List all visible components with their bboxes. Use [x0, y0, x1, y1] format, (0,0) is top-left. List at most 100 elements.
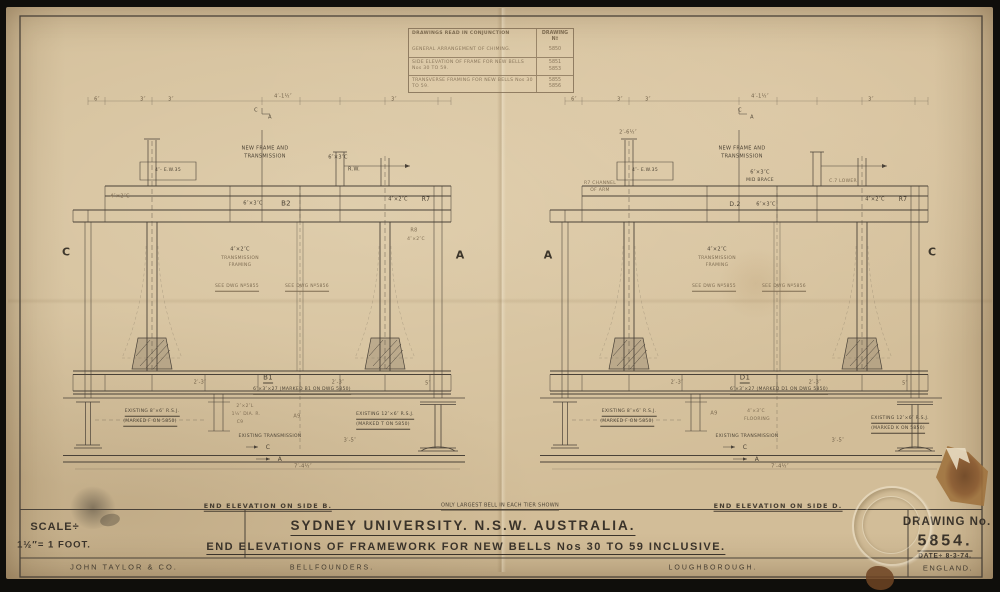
horizontal-fold-crease — [8, 298, 992, 304]
annotation: 4″×2″C — [110, 193, 130, 200]
annotation: B2 — [281, 199, 291, 208]
annotation: TRANSMISSION — [221, 255, 259, 261]
annotation: 6″ — [571, 96, 577, 103]
annotation: 7′-4½″ — [771, 463, 789, 470]
annotation: TRANSMISSION — [244, 153, 286, 160]
annotation: EXISTING 8″×6″ R.S.J. — [601, 409, 657, 417]
annotation: C — [61, 245, 71, 259]
scale-value: 1½″= 1 FOOT. — [17, 539, 91, 551]
annotation: EXISTING TRANSMISSION — [238, 433, 302, 439]
annotation: 4′-1½″ — [751, 93, 769, 100]
annotation: TRANSMISSION — [721, 153, 763, 160]
annotation: C.7 LOWER — [829, 178, 857, 184]
annotation: 7′-4½″ — [294, 463, 312, 470]
annotation: (MARKED T ON 5850) — [356, 422, 410, 430]
reference-table-header: DRAWINGS READ IN CONJUNCTION DRAWING Nº — [409, 29, 573, 46]
firm-country: ENGLAND. — [922, 563, 974, 573]
annotation: 4″- E.W.35 — [632, 167, 658, 173]
annotation: NEW FRAME AND — [718, 145, 766, 152]
annotation: C — [254, 107, 258, 114]
annotation: EXISTING 12″×6″ R.S.J. — [356, 412, 414, 420]
annotation: 4″×2″C — [388, 196, 408, 203]
annotation: 5″ — [902, 380, 908, 387]
annotation: SEE DWG Nº5855 — [692, 284, 736, 292]
annotation: 1½″ DIA. R. — [231, 411, 261, 417]
annotation: 3″ — [645, 96, 651, 103]
annotation: 2′-3″ — [808, 379, 822, 386]
annotation: A — [455, 248, 465, 262]
annotation: 3″ — [617, 96, 623, 103]
annotation: A — [543, 248, 553, 262]
annotation: FRAMING — [228, 262, 252, 268]
annotation: SEE DWG Nº5856 — [762, 284, 806, 292]
reference-table-row: TRANSVERSE FRAMING FOR NEW BELLS Nos 30 … — [409, 74, 573, 93]
annotation: (MARKED K ON 5850) — [871, 426, 925, 434]
annotation: EXISTING 12″×6″ R.S.J. — [871, 416, 929, 424]
annotation: OF ARM — [590, 187, 610, 193]
firm-name: JOHN TAYLOR & CO. — [70, 562, 178, 572]
annotation: 4″×2″C — [407, 236, 425, 242]
annotation: 3″ — [391, 96, 397, 103]
annotation: 4′-1½″ — [274, 93, 292, 100]
annotation: 6″×3″C — [328, 154, 348, 161]
annotation: A9 — [710, 410, 718, 417]
annotation: 6″×3″×27 (MARKED D1 ON DWG 5850) — [729, 387, 829, 395]
reference-table: DRAWINGS READ IN CONJUNCTION DRAWING Nº … — [408, 28, 574, 94]
annotation: A9 — [293, 413, 301, 420]
stain — [866, 566, 894, 590]
annotation: (MARKED F ON 5850) — [123, 419, 177, 427]
annotation: EXISTING 8″×6″ R.S.J. — [124, 409, 180, 417]
annotation: R8 — [410, 227, 418, 234]
reference-table-row: GENERAL ARRANGEMENT OF CHIMING.5850 — [409, 45, 573, 58]
annotation: 6″×3″C — [756, 201, 776, 208]
annotation: C — [265, 444, 271, 451]
annotation: R.W. — [347, 166, 361, 173]
annotation: 5″ — [425, 380, 431, 387]
annotation: 2″×2″L — [236, 403, 254, 409]
annotation: 6″ — [94, 96, 100, 103]
annotation: C9 — [236, 419, 244, 425]
annotation: 4″×2″C — [865, 196, 885, 203]
annotation: C — [742, 444, 748, 451]
annotation: EXISTING TRANSMISSION — [715, 433, 779, 439]
annotation: NEW FRAME AND — [241, 145, 289, 152]
annotation: 3″ — [868, 96, 874, 103]
reference-table-header-right: DRAWING Nº — [536, 29, 573, 46]
annotation: 4″×2″C — [230, 246, 250, 253]
drawing-title-line2: END ELEVATIONS OF FRAMEWORK FOR NEW BELL… — [206, 541, 726, 555]
annotation: 6″×3″C — [750, 169, 770, 176]
annotation: 2′-6½″ — [619, 129, 637, 136]
drawing-title-line1: SYDNEY UNIVERSITY. N.S.W. AUSTRALIA. — [290, 518, 636, 536]
annotation: D.2 — [729, 201, 741, 208]
annotation: 3′-5″ — [831, 437, 845, 444]
annotation: C — [927, 245, 937, 259]
reference-table-header-left: DRAWINGS READ IN CONJUNCTION — [412, 31, 510, 36]
annotation: 6″×3″×27 (MARKED B1 ON DWG 5850) — [253, 387, 351, 395]
reference-table-row: SIDE ELEVATION OF FRAME FOR NEW BELLS No… — [409, 57, 573, 75]
annotation: D1 — [739, 373, 751, 384]
annotation: 6″×3″C — [243, 200, 263, 207]
scale-label: SCALE÷ — [30, 521, 80, 533]
annotation: (MARKED F ON 5850) — [600, 419, 654, 427]
annotation: TRANSMISSION — [698, 255, 736, 261]
firm-town: LOUGHBOROUGH. — [668, 564, 758, 572]
annotation: 4″×2″C — [707, 246, 727, 253]
annotation: 4″- E.W.35 — [155, 167, 181, 173]
annotation: 2′-3″ — [193, 379, 207, 386]
annotation: R7 CHANNEL — [583, 180, 617, 186]
annotation: END ELEVATION ON SIDE B. — [203, 501, 333, 512]
annotation: ONLY LARGEST BELL IN EACH TIER SHOWN — [440, 502, 560, 511]
annotation: FRAMING — [705, 262, 729, 268]
annotation: 4″×3″C — [747, 408, 765, 414]
annotation: B1 — [263, 373, 273, 384]
embossed-seal-inner — [862, 496, 920, 554]
annotation: R7 — [898, 196, 908, 203]
annotation: FLOORING — [744, 416, 770, 422]
annotation: R7 — [421, 196, 431, 203]
annotation: SEE DWG Nº5856 — [285, 284, 329, 292]
annotation: A — [754, 456, 760, 463]
annotation: A — [268, 114, 272, 121]
annotation: 3″ — [140, 96, 146, 103]
annotation: C — [738, 107, 742, 114]
firm-trade: BELLFOUNDERS. — [289, 564, 375, 572]
